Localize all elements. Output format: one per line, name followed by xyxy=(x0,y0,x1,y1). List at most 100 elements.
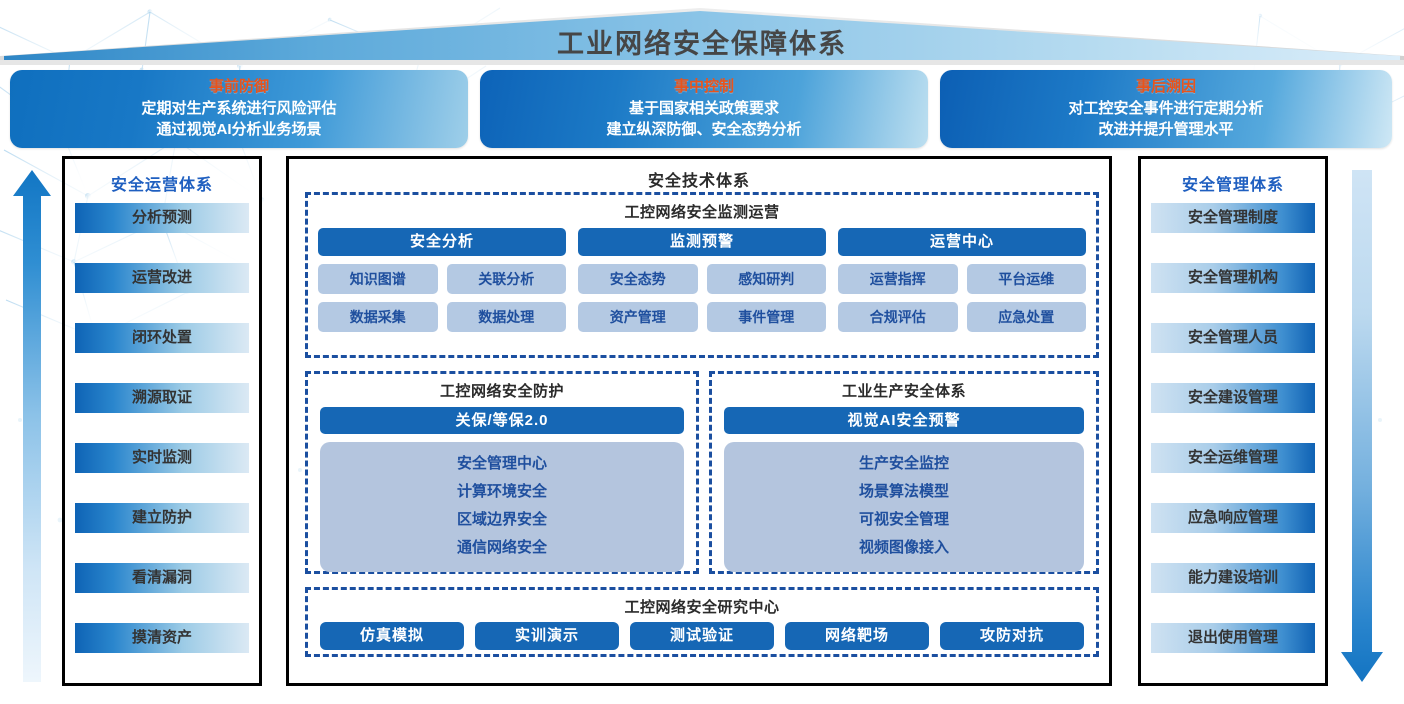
research-button-red-blue[interactable]: 攻防对抗 xyxy=(940,622,1084,650)
chip-security-posture[interactable]: 安全态势 xyxy=(578,264,698,294)
banner-line-1: 定期对生产系统进行风险评估 xyxy=(141,100,337,117)
roof-shape-container: 工业网络安全保障体系 xyxy=(0,4,1404,66)
banner-line-2: 改进并提升管理水平 xyxy=(1098,121,1234,138)
right-item-0[interactable]: 安全管理制度 xyxy=(1151,203,1315,233)
security-operations-column: 安全运营体系 分析预测 运营改进 闭环处置 溯源取证 实时监测 建立防护 看清漏… xyxy=(62,156,262,686)
right-item-4[interactable]: 安全运维管理 xyxy=(1151,443,1315,473)
security-technology-panel: 安全技术体系 工控网络安全监测运营 安全分析 知识图谱 关联分析 数据采集 数据… xyxy=(286,156,1112,686)
research-button-row: 仿真模拟 实训演示 测试验证 网络靶场 攻防对抗 xyxy=(308,622,1096,650)
monitoring-heading: 工控网络安全监测运营 xyxy=(624,204,780,221)
column-head-security-analysis[interactable]: 安全分析 xyxy=(318,228,566,256)
chip-perception-judgement[interactable]: 感知研判 xyxy=(706,264,826,294)
right-item-7[interactable]: 退出使用管理 xyxy=(1151,623,1315,653)
spacer xyxy=(1141,413,1325,443)
spacer xyxy=(1141,473,1325,503)
monitoring-column-operations: 运营中心 运营指挥 平台运维 合规评估 应急处置 xyxy=(838,228,1086,332)
spacer xyxy=(65,413,259,443)
chip-data-processing[interactable]: 数据处理 xyxy=(446,302,566,332)
chip-row: 数据采集 数据处理 xyxy=(318,302,566,332)
chip-correlation-analysis[interactable]: 关联分析 xyxy=(446,264,566,294)
protection-item-1[interactable]: 计算环境安全 xyxy=(456,483,547,500)
left-item-7[interactable]: 摸清资产 xyxy=(75,623,249,653)
banner-title: 事前防御 xyxy=(208,78,269,95)
banner-pre-defense[interactable]: 事前防御 定期对生产系统进行风险评估 通过视觉AI分析业务场景 xyxy=(10,70,468,148)
left-item-2[interactable]: 闭环处置 xyxy=(75,323,249,353)
column-head-monitoring-alert[interactable]: 监测预警 xyxy=(578,228,826,256)
protection-item-2[interactable]: 区域边界安全 xyxy=(456,511,547,528)
research-button-training[interactable]: 实训演示 xyxy=(475,622,619,650)
banner-line-2: 建立纵深防御、安全态势分析 xyxy=(606,121,802,138)
research-button-cyber-range[interactable]: 网络靶场 xyxy=(785,622,929,650)
protection-item-0[interactable]: 安全管理中心 xyxy=(456,455,547,472)
protection-item-list: 安全管理中心 计算环境安全 区域边界安全 通信网络安全 xyxy=(320,442,684,572)
left-item-3[interactable]: 溯源取证 xyxy=(75,383,249,413)
spacer xyxy=(1141,533,1325,563)
monitoring-column-analysis: 安全分析 知识图谱 关联分析 数据采集 数据处理 xyxy=(318,228,566,332)
left-item-0[interactable]: 分析预测 xyxy=(75,203,249,233)
spacer xyxy=(1141,233,1325,263)
chip-emergency-response[interactable]: 应急处置 xyxy=(966,302,1086,332)
left-item-5[interactable]: 建立防护 xyxy=(75,503,249,533)
chip-asset-management[interactable]: 资产管理 xyxy=(578,302,698,332)
left-item-6[interactable]: 看清漏洞 xyxy=(75,563,249,593)
left-item-4[interactable]: 实时监测 xyxy=(75,443,249,473)
banner-post-tracing[interactable]: 事后溯因 对工控安全事件进行定期分析 改进并提升管理水平 xyxy=(940,70,1392,148)
chip-row: 知识图谱 关联分析 xyxy=(318,264,566,294)
chip-row: 资产管理 事件管理 xyxy=(578,302,826,332)
banner-line-2: 通过视觉AI分析业务场景 xyxy=(156,121,322,138)
visual-ai-alert-bar[interactable]: 视觉AI安全预警 xyxy=(724,407,1084,434)
chip-row: 运营指挥 平台运维 xyxy=(838,264,1086,294)
production-heading: 工业生产安全体系 xyxy=(841,383,966,400)
banner-line-1: 对工控安全事件进行定期分析 xyxy=(1068,100,1264,117)
chip-operations-command[interactable]: 运营指挥 xyxy=(838,264,958,294)
banner-title: 事后溯因 xyxy=(1135,78,1196,95)
right-column-title: 安全管理体系 xyxy=(1181,177,1284,194)
chip-row: 合规评估 应急处置 xyxy=(838,302,1086,332)
production-item-2[interactable]: 可视安全管理 xyxy=(858,511,949,528)
research-heading: 工控网络安全研究中心 xyxy=(624,599,780,616)
monitoring-columns: 安全分析 知识图谱 关联分析 数据采集 数据处理 监测预警 安全态势 感知研判 xyxy=(308,228,1096,332)
production-item-0[interactable]: 生产安全监控 xyxy=(858,455,949,472)
production-item-3[interactable]: 视频图像接入 xyxy=(858,539,949,556)
left-column-title: 安全运营体系 xyxy=(110,177,213,194)
right-item-6[interactable]: 能力建设培训 xyxy=(1151,563,1315,593)
production-item-1[interactable]: 场景算法模型 xyxy=(858,483,949,500)
network-protection-section: 工控网络安全防护 关保/等保2.0 安全管理中心 计算环境安全 区域边界安全 通… xyxy=(305,371,699,574)
column-head-operations-center[interactable]: 运营中心 xyxy=(838,228,1086,256)
spacer xyxy=(65,533,259,563)
research-button-simulation[interactable]: 仿真模拟 xyxy=(320,622,464,650)
phase-banner-group: 事前防御 定期对生产系统进行风险评估 通过视觉AI分析业务场景 事中控制 基于国… xyxy=(10,70,1394,148)
left-column-items: 分析预测 运营改进 闭环处置 溯源取证 实时监测 建立防护 看清漏洞 摸清资产 xyxy=(65,203,259,653)
industrial-production-section: 工业生产安全体系 视觉AI安全预警 生产安全监控 场景算法模型 可视安全管理 视… xyxy=(709,371,1099,574)
banner-in-control[interactable]: 事中控制 基于国家相关政策要求 建立纵深防御、安全态势分析 xyxy=(480,70,928,148)
right-item-5[interactable]: 应急响应管理 xyxy=(1151,503,1315,533)
arrow-down-icon xyxy=(1341,170,1383,682)
right-column-items: 安全管理制度 安全管理机构 安全管理人员 安全建设管理 安全运维管理 应急响应管… xyxy=(1141,203,1325,653)
spacer xyxy=(1141,293,1325,323)
spacer xyxy=(65,293,259,323)
protection-standard-bar[interactable]: 关保/等保2.0 xyxy=(320,407,684,434)
chip-knowledge-graph[interactable]: 知识图谱 xyxy=(318,264,438,294)
chip-platform-ops[interactable]: 平台运维 xyxy=(966,264,1086,294)
right-item-2[interactable]: 安全管理人员 xyxy=(1151,323,1315,353)
protection-item-3[interactable]: 通信网络安全 xyxy=(456,539,547,556)
page-title: 工业网络安全保障体系 xyxy=(557,29,847,59)
spacer xyxy=(1141,593,1325,623)
right-item-1[interactable]: 安全管理机构 xyxy=(1151,263,1315,293)
chip-data-collection[interactable]: 数据采集 xyxy=(318,302,438,332)
banner-title: 事中控制 xyxy=(673,78,734,95)
spacer xyxy=(65,593,259,623)
left-item-1[interactable]: 运营改进 xyxy=(75,263,249,293)
research-center-section: 工控网络安全研究中心 仿真模拟 实训演示 测试验证 网络靶场 攻防对抗 xyxy=(305,587,1099,657)
chip-compliance-assessment[interactable]: 合规评估 xyxy=(838,302,958,332)
protection-heading: 工控网络安全防护 xyxy=(439,383,564,400)
banner-line-1: 基于国家相关政策要求 xyxy=(628,100,779,117)
right-item-3[interactable]: 安全建设管理 xyxy=(1151,383,1315,413)
spacer xyxy=(65,353,259,383)
monitoring-column-alert: 监测预警 安全态势 感知研判 资产管理 事件管理 xyxy=(578,228,826,332)
main-panel-title: 安全技术体系 xyxy=(647,173,750,190)
research-button-testing[interactable]: 测试验证 xyxy=(630,622,774,650)
spacer xyxy=(65,473,259,503)
chip-event-management[interactable]: 事件管理 xyxy=(706,302,826,332)
